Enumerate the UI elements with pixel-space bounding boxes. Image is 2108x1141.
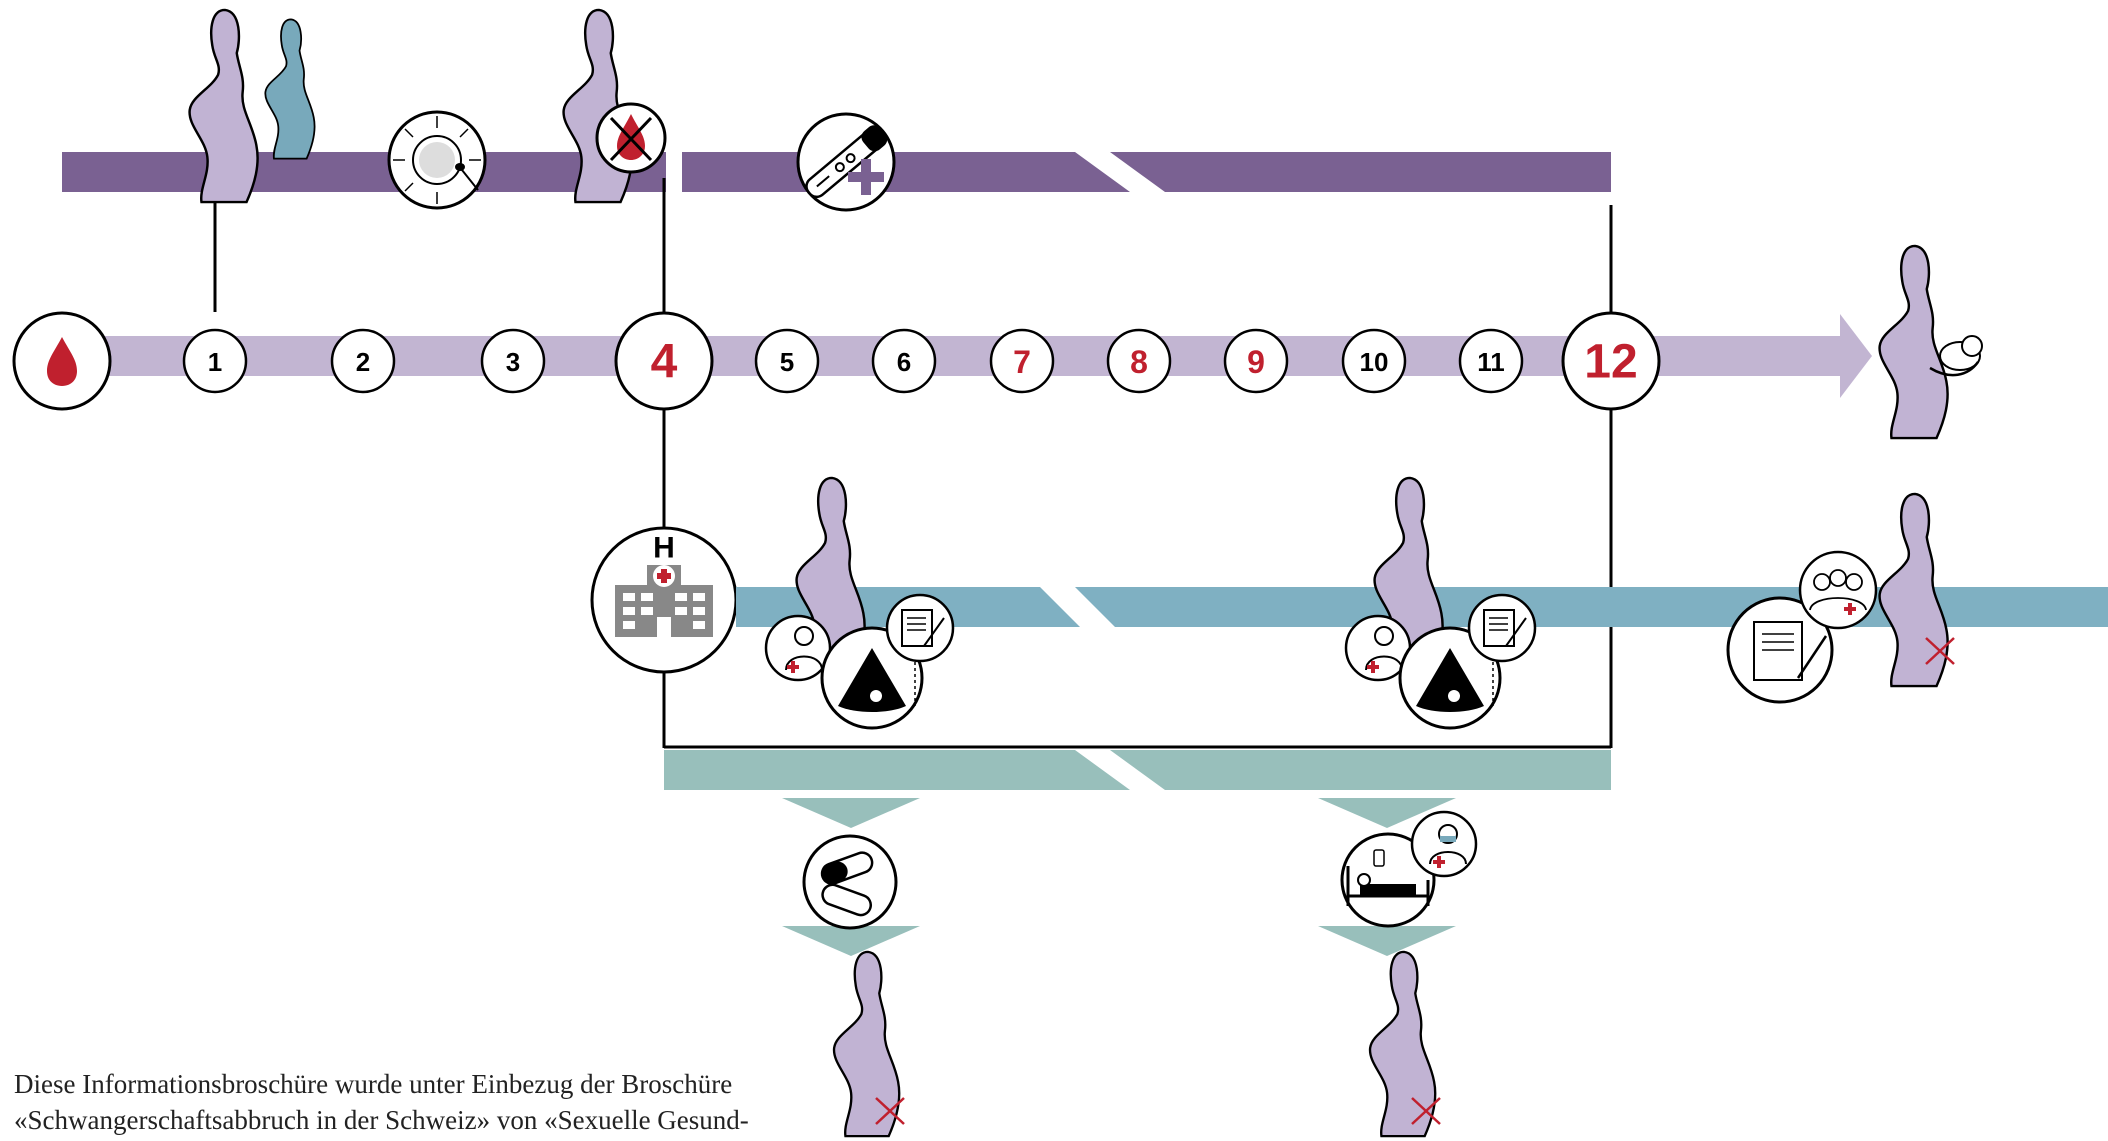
week-4-label: 4: [651, 336, 678, 389]
caption-line-2: «Schwangerschaftsabbruch in der Schweiz»…: [14, 1105, 749, 1135]
positive-pregnancy-test-icon: [796, 112, 896, 212]
week-9-label: 9: [1247, 344, 1265, 380]
medical-committee-icon: [1798, 550, 1878, 630]
terminated-pregnancy-icon: [1368, 950, 1441, 1138]
surgeon-icon: [1410, 810, 1478, 878]
week-3-label: 3: [506, 347, 520, 377]
terminated-pregnancy-icon: [832, 950, 905, 1138]
week-1-circle: [182, 328, 248, 394]
week-9-circle: [1223, 328, 1289, 394]
medical-committee-figure: [1878, 492, 1955, 688]
week-7-circle: [989, 328, 1055, 394]
signed-document-icon: [885, 593, 955, 663]
pregnancy-phase-band: [62, 152, 1611, 192]
week-1-label: 1: [208, 347, 222, 377]
week-10-circle: [1341, 328, 1407, 394]
doctor-consultation-icon: [1344, 614, 1412, 682]
week-12-label: 12: [1584, 336, 1637, 389]
week-3-circle: [480, 328, 546, 394]
hospital-icon: H: [590, 526, 738, 674]
mother-with-baby-icon: [1878, 244, 1983, 440]
week-4-circle: [614, 311, 714, 411]
week-8-circle: [1106, 328, 1172, 394]
egg-sperm-icon: [387, 110, 487, 210]
caption-text: Diese Informationsbroschüre wurde unter …: [14, 1066, 774, 1138]
medication-branch: [782, 798, 920, 956]
signed-document-icon: [1726, 596, 1834, 704]
ultrasound-icon: [1398, 626, 1502, 730]
doctor-consultation-icon: [764, 614, 832, 682]
signed-document-icon: [1467, 593, 1537, 663]
svg-text:H: H: [653, 532, 675, 565]
week-7-label: 7: [1013, 344, 1031, 380]
week-6-label: 6: [897, 347, 911, 377]
blood-drop-icon: [12, 311, 112, 411]
week-2-label: 2: [356, 347, 370, 377]
week-6-circle: [871, 328, 937, 394]
caption-line-1: Diese Informationsbroschüre wurde unter …: [14, 1069, 733, 1099]
hospital-bed-icon: [1340, 832, 1436, 928]
surgery-branch: [1318, 798, 1456, 956]
week-11-label: 11: [1477, 347, 1505, 377]
week-2-circle: [330, 328, 396, 394]
week-11-circle: [1458, 328, 1524, 394]
week-5-label: 5: [780, 347, 794, 377]
termination-phase-band: [664, 750, 1611, 790]
crossed-blood-drop-icon: [595, 102, 667, 174]
pills-icon: [802, 834, 898, 930]
week-12-circle: [1561, 311, 1661, 411]
week-8-label: 8: [1130, 344, 1148, 380]
week-10-label: 10: [1360, 347, 1389, 377]
week-5-circle: [754, 328, 820, 394]
